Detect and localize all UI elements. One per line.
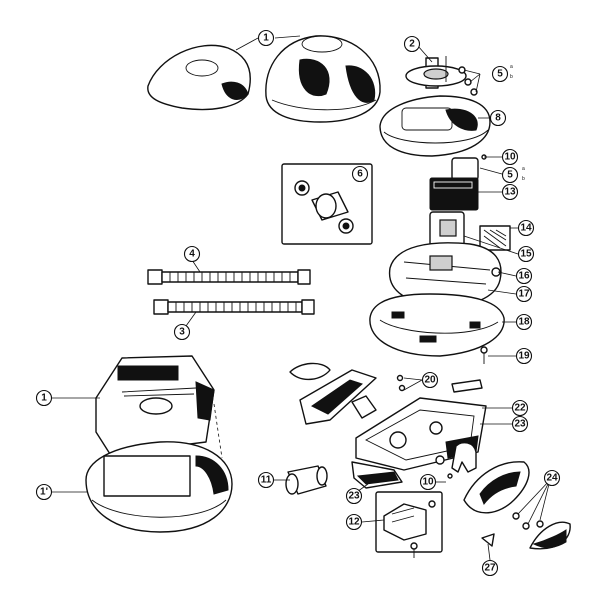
callout-19: 19 <box>515 347 533 365</box>
svg-text:20: 20 <box>424 375 436 386</box>
detail-box-12 <box>375 491 443 558</box>
top-cover-cap <box>147 44 251 111</box>
sub-letter-b-top: b <box>510 74 513 80</box>
sub-letter-b-mid: b <box>522 176 525 182</box>
svg-text:1': 1' <box>40 487 48 498</box>
svg-text:10: 10 <box>504 152 516 163</box>
gear-assembly <box>405 56 467 89</box>
callout-12: 12 <box>345 513 363 531</box>
svg-text:11: 11 <box>261 475 272 486</box>
callout-17: 17 <box>515 285 533 303</box>
callout-14: 14 <box>517 219 535 237</box>
svg-text:10: 10 <box>422 477 434 488</box>
svg-text:27: 27 <box>484 563 496 574</box>
svg-text:6: 6 <box>357 169 363 180</box>
leader-lines <box>52 35 551 561</box>
wheel-clip <box>435 441 477 479</box>
svg-text:5: 5 <box>497 69 503 80</box>
cover-top-1 <box>95 355 215 455</box>
base-plate-18 <box>369 293 505 357</box>
svg-text:23: 23 <box>514 419 526 430</box>
base-1-prime <box>85 441 233 533</box>
svg-text:8: 8 <box>495 113 501 124</box>
hose-4 <box>147 269 311 285</box>
svg-text:14: 14 <box>520 223 532 234</box>
sub-letter-a-top: a <box>510 64 513 70</box>
callout-4: 4 <box>183 245 201 263</box>
dashed-guide-line <box>213 403 223 459</box>
callout-8: 8 <box>489 109 507 127</box>
svg-text:15: 15 <box>520 249 532 260</box>
detail-box-6 <box>281 163 373 245</box>
top-cover-body <box>265 35 381 123</box>
chassis-tray <box>388 242 502 307</box>
svg-text:19: 19 <box>518 351 530 362</box>
callout-23-bottom: 23 <box>345 487 363 505</box>
callout-3: 3 <box>173 323 191 341</box>
callout-27: 27 <box>481 559 499 577</box>
callout-20: 20 <box>421 371 439 389</box>
screw-19 <box>480 346 488 364</box>
motor-unit <box>429 154 487 211</box>
callout-1-left: 1 <box>35 389 53 407</box>
svg-text:1: 1 <box>41 393 47 404</box>
svg-text:16: 16 <box>518 271 530 282</box>
callout-16: 16 <box>515 267 533 285</box>
callout-10-top: 10 <box>501 148 519 166</box>
nozzle-23-bottom <box>351 461 403 489</box>
callout-15: 15 <box>517 245 535 263</box>
svg-text:3: 3 <box>179 327 185 338</box>
side-bumper-right <box>463 461 571 550</box>
callout-10-bottom: 10 <box>419 473 437 491</box>
upper-housing <box>379 95 491 157</box>
svg-text:22: 22 <box>514 403 526 414</box>
sub-letter-a-mid: a <box>522 166 525 172</box>
svg-text:2: 2 <box>409 39 415 50</box>
callout-5-mid: 5 <box>501 166 519 184</box>
callout-2: 2 <box>403 35 421 53</box>
svg-text:17: 17 <box>518 289 530 300</box>
callout-23-right: 23 <box>511 415 529 433</box>
connector-11 <box>285 465 328 495</box>
callout-6: 6 <box>351 165 369 183</box>
svg-text:5: 5 <box>507 170 513 181</box>
callout-1-prime: 1' <box>35 483 53 501</box>
svg-text:4: 4 <box>189 249 195 260</box>
callout-18: 18 <box>515 313 533 331</box>
svg-text:12: 12 <box>348 517 360 528</box>
screw-27 <box>481 533 495 547</box>
pivot-bracket <box>351 374 406 419</box>
battery-block <box>429 211 465 251</box>
side-bumper-left <box>289 362 377 425</box>
svg-text:24: 24 <box>546 473 558 484</box>
screws-5-top <box>458 66 478 96</box>
hose-3 <box>153 299 315 315</box>
svg-text:18: 18 <box>518 317 530 328</box>
svg-text:1: 1 <box>263 33 269 44</box>
svg-text:23: 23 <box>348 491 360 502</box>
callout-5-top: 5 <box>491 65 509 83</box>
callout-13: 13 <box>501 183 519 201</box>
callout-11: 11 <box>257 471 275 489</box>
callout-1-top: 1 <box>257 29 275 47</box>
callout-22: 22 <box>511 399 529 417</box>
callout-24: 24 <box>543 469 561 487</box>
svg-text:13: 13 <box>504 187 516 198</box>
